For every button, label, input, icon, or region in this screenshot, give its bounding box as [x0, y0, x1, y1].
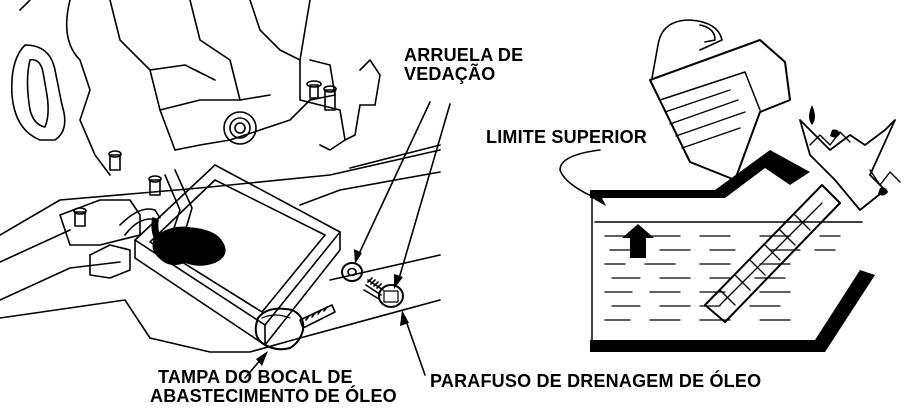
label-filler-cap-line1: TAMPA DO BOCAL DE	[158, 367, 353, 387]
sealing-washer	[341, 262, 363, 282]
arrow-to-bolt	[394, 274, 403, 289]
oil-puddle	[152, 226, 226, 266]
oil-tank	[590, 150, 875, 352]
oil-pitcher	[649, 19, 815, 181]
label-filler-cap: TAMPA DO BOCAL DE ABASTECIMENTO DE ÓLEO	[150, 368, 397, 406]
label-drain-bolt: PARAFUSO DE DRENAGEM DE ÓLEO	[430, 371, 762, 391]
label-upper-limit: LIMITE SUPERIOR	[486, 127, 648, 147]
leader-arrows-left	[244, 101, 451, 379]
arrow-to-cap	[256, 351, 268, 366]
drain-pan	[134, 164, 341, 346]
fill-arrow-icon	[622, 224, 654, 258]
label-sealing-washer-line2: VEDAÇÃO	[404, 64, 496, 84]
engine-illustration	[0, 0, 441, 353]
arrow-from-drain-label	[400, 310, 409, 326]
label-sealing-washer: ARRUELA DE VEDAÇÃO	[404, 46, 523, 84]
arrow-to-upper-limit	[592, 192, 606, 206]
oil-level-illustration	[559, 19, 901, 352]
arrow-to-washer	[354, 249, 362, 264]
label-sealing-washer-line1: ARRUELA DE	[404, 45, 524, 65]
dipstick	[704, 119, 901, 323]
drain-bolt	[363, 277, 404, 308]
label-filler-cap-line2: ABASTECIMENTO DE ÓLEO	[150, 386, 397, 406]
filler-cap	[254, 304, 336, 351]
